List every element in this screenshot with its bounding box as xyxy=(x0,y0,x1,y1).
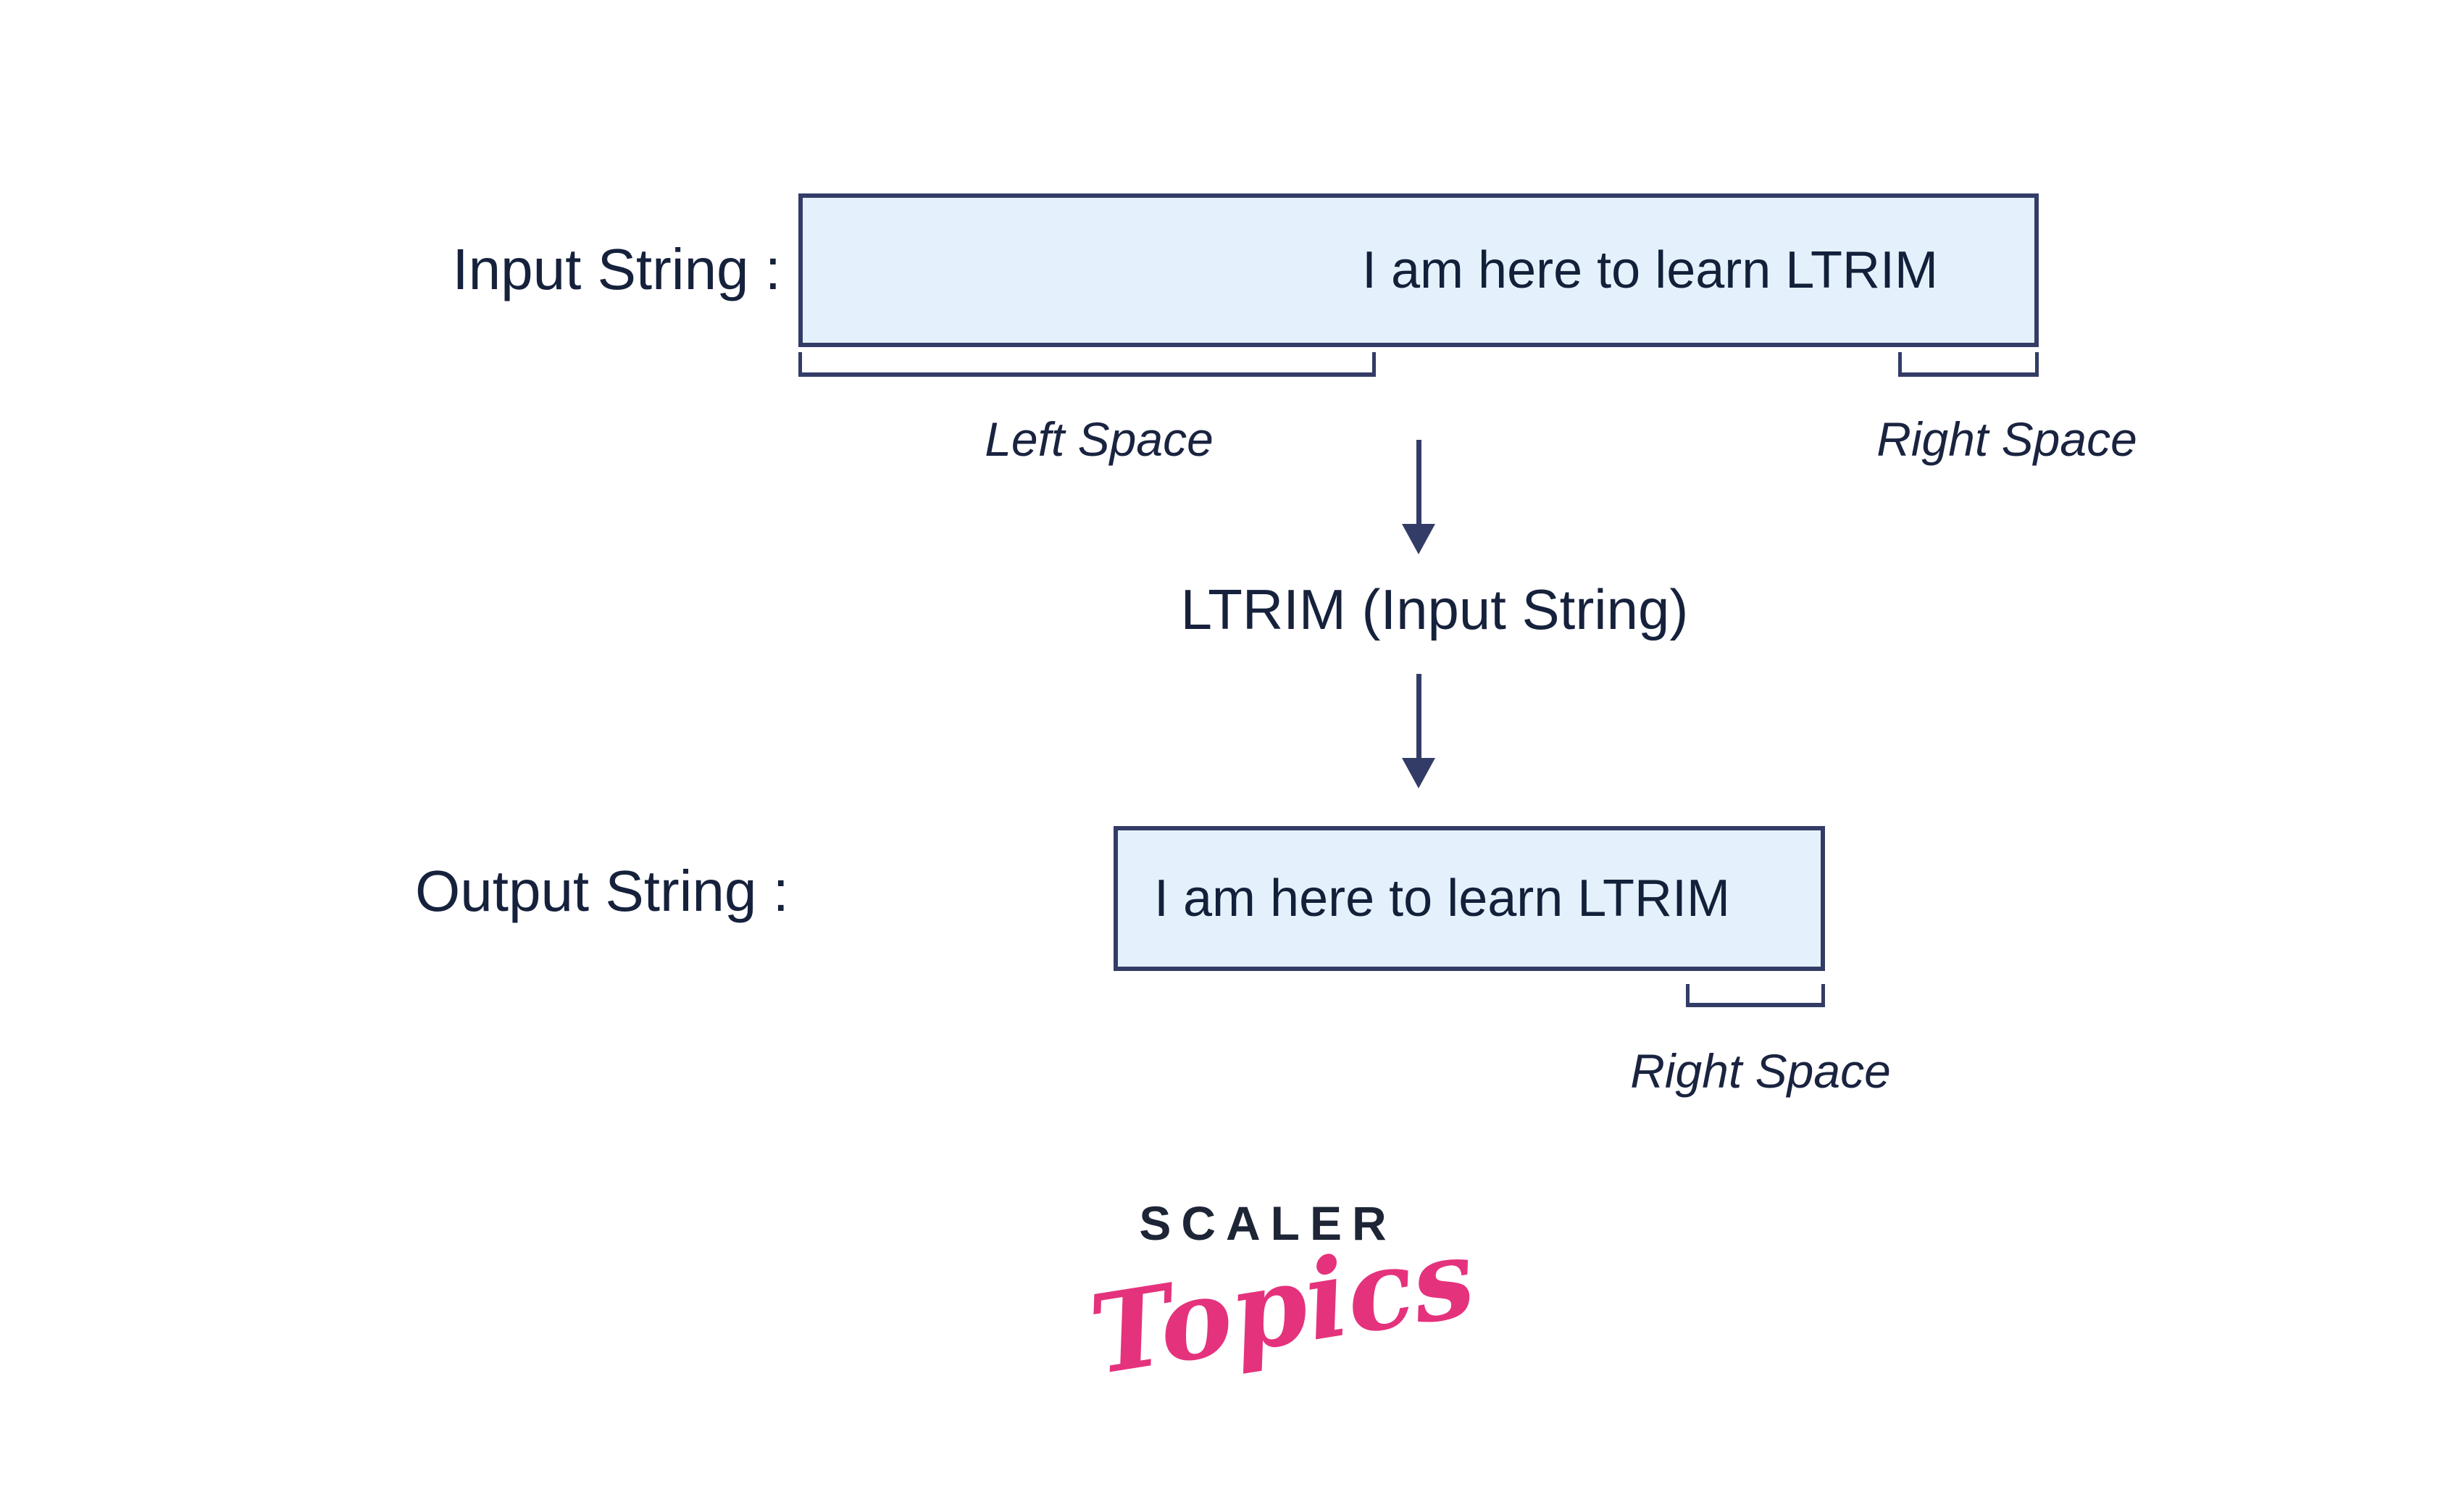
arrow-down-icon xyxy=(1402,674,1435,788)
left-space-label: Left Space xyxy=(985,412,1214,466)
right-space-label-bottom: Right Space xyxy=(1630,1044,1891,1098)
right-space-bracket-icon xyxy=(1686,984,1825,1007)
ltrim-function-label: LTRIM (Input String) xyxy=(1180,578,1689,641)
arrow-down-icon xyxy=(1402,440,1435,554)
output-string-value: I am here to learn LTRIM xyxy=(1154,870,1730,927)
right-space-label-top: Right Space xyxy=(1876,412,2137,466)
scaler-wordmark: SCALER xyxy=(1139,1196,1397,1250)
input-string-box: I am here to learn LTRIM xyxy=(798,193,2039,347)
left-space-bracket-icon xyxy=(798,352,1376,377)
arrow-head xyxy=(1402,524,1435,554)
output-string-label: Output String : xyxy=(415,859,789,923)
arrow-shaft xyxy=(1416,674,1421,758)
output-string-box: I am here to learn LTRIM xyxy=(1114,826,1825,971)
arrow-shaft xyxy=(1416,440,1421,524)
input-string-value: I am here to learn LTRIM xyxy=(1362,241,1938,299)
input-string-label: Input String : xyxy=(452,237,781,301)
right-space-bracket-icon xyxy=(1898,352,2039,377)
scaler-topics-logo: SCALER Topics xyxy=(1043,1196,1492,1400)
arrow-head xyxy=(1402,758,1435,788)
